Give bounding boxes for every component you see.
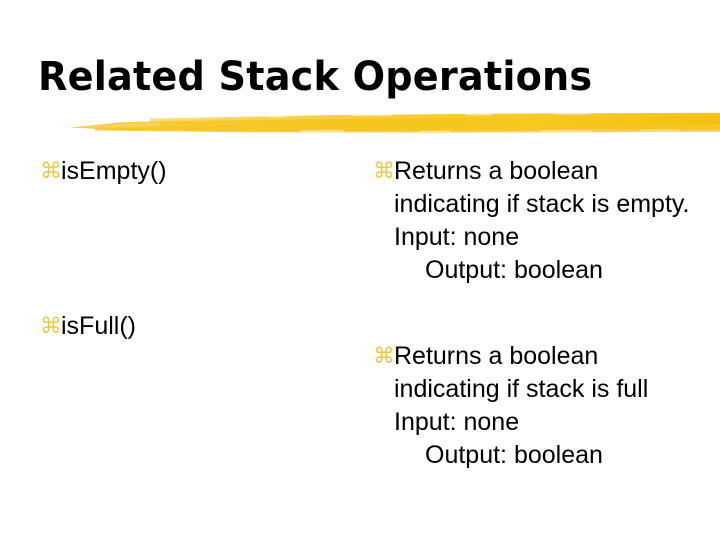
output-spec: Output: boolean: [425, 256, 603, 284]
title-underline-brushstroke: [0, 106, 720, 140]
body-content: ⌘ isEmpty() ⌘ isFull() ⌘ Returns a boole…: [0, 150, 720, 530]
description-block-is-full: ⌘ Returns a boolean indicating if stack …: [373, 340, 703, 472]
list-item-is-full: ⌘ isFull(): [40, 310, 340, 343]
command-bullet-icon: ⌘: [373, 344, 395, 369]
description-text: Returns a boolean indicating if stack is…: [394, 342, 649, 403]
command-bullet-icon: ⌘: [40, 159, 62, 184]
title-block: Related Stack Operations: [38, 55, 682, 103]
list-item-description: ⌘ Returns a boolean indicating if stack …: [373, 155, 703, 221]
output-spec: Output: boolean: [425, 441, 603, 469]
input-spec: Input: none: [394, 408, 520, 436]
description-text: Returns a boolean indicating if stack is…: [394, 157, 690, 218]
description-block-is-empty: ⌘ Returns a boolean indicating if stack …: [373, 155, 703, 287]
operation-label-is-empty: isEmpty(): [61, 157, 167, 185]
page-title: Related Stack Operations: [38, 54, 593, 100]
operation-label-is-full: isFull(): [61, 312, 136, 340]
command-bullet-icon: ⌘: [373, 159, 395, 184]
input-spec: Input: none: [394, 223, 520, 251]
list-item-description: ⌘ Returns a boolean indicating if stack …: [373, 340, 703, 406]
list-item-is-empty: ⌘ isEmpty(): [40, 155, 340, 188]
command-bullet-icon: ⌘: [40, 314, 62, 339]
